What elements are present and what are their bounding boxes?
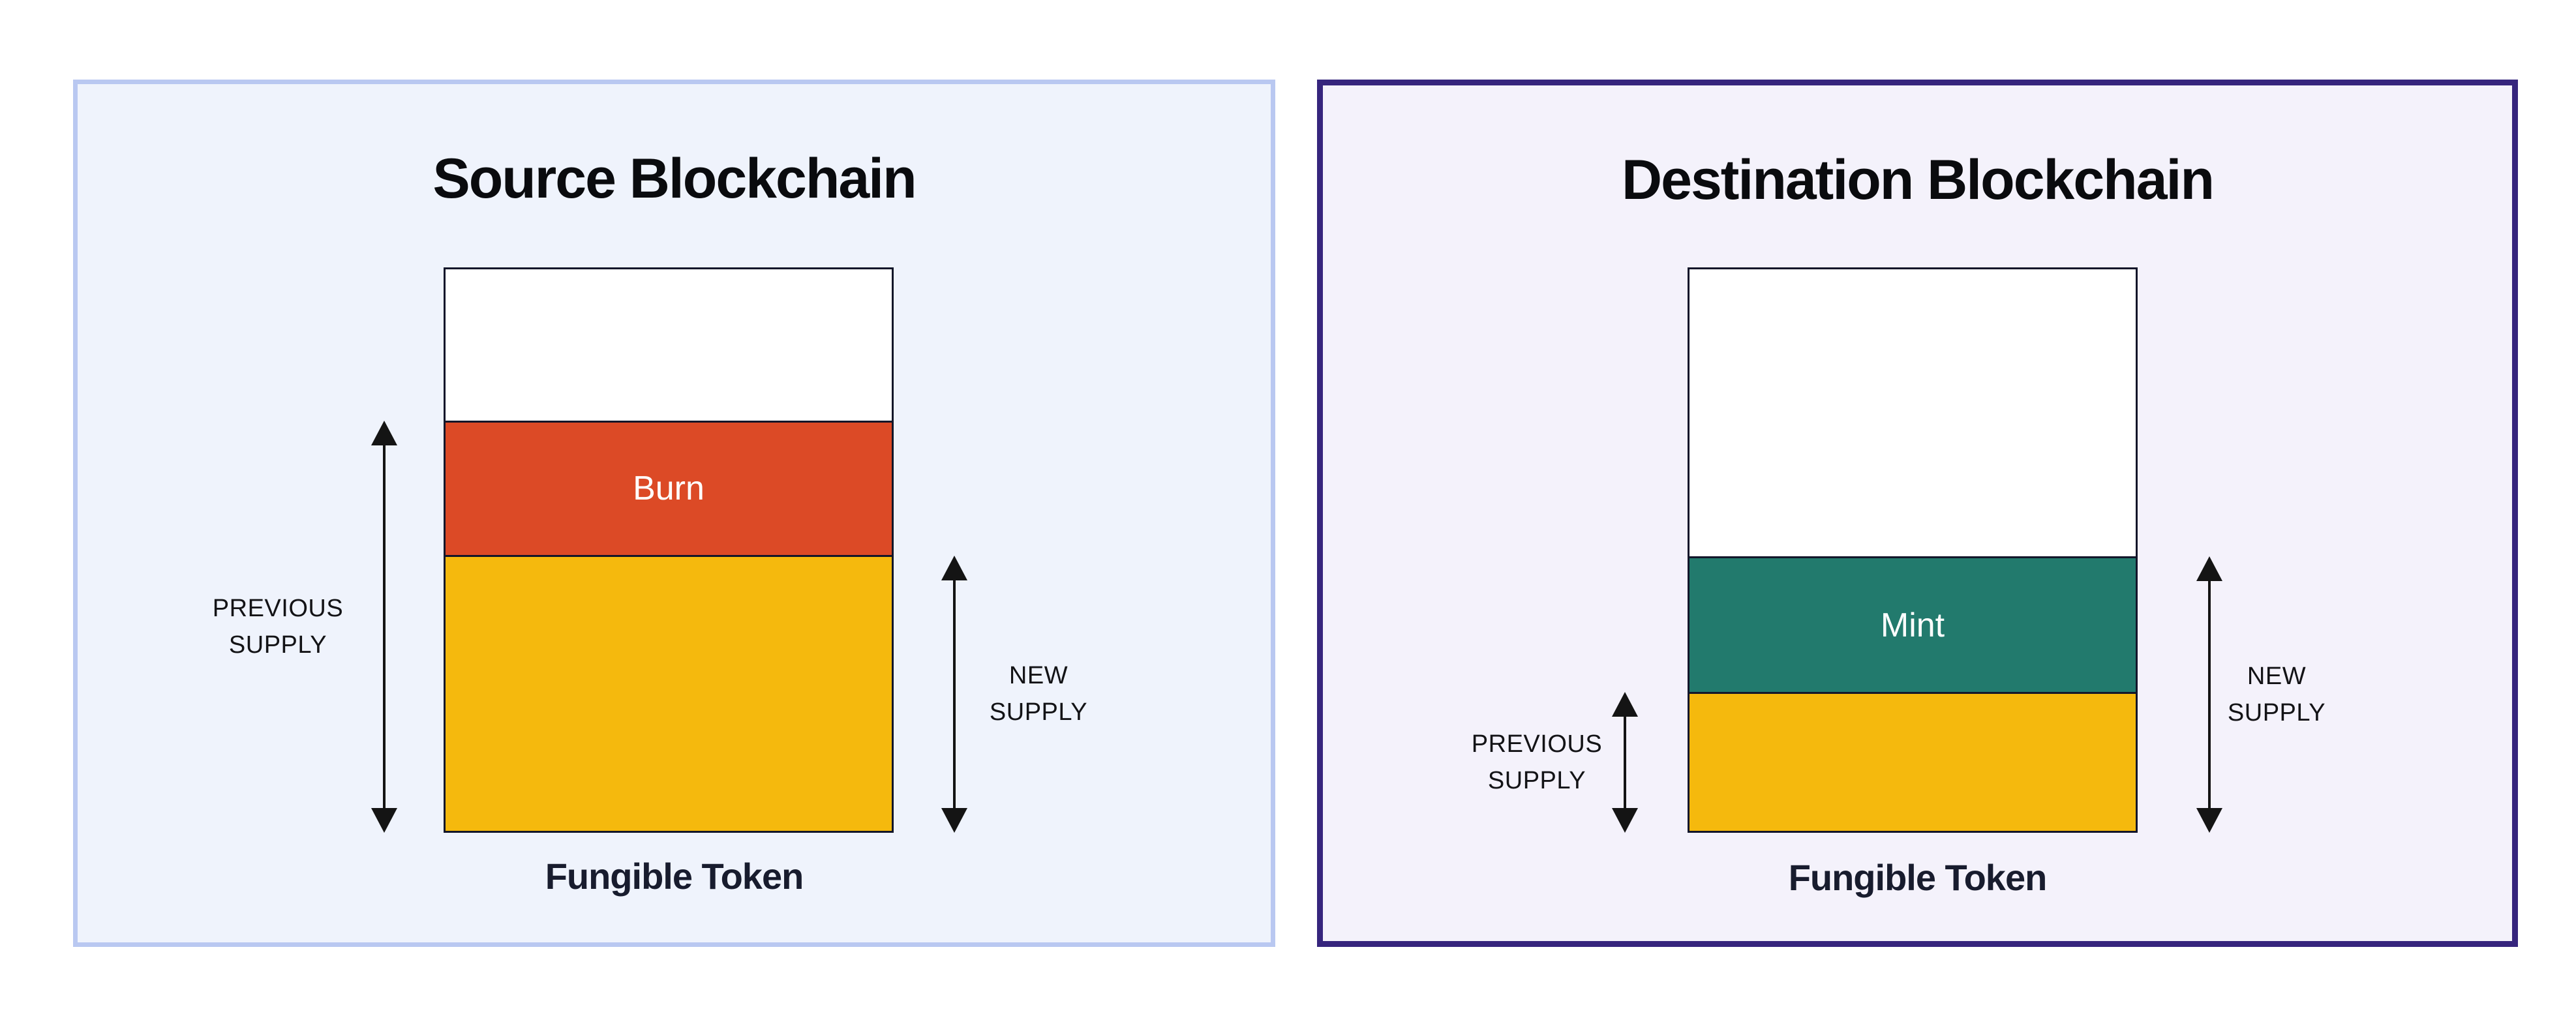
source-token-bar: Burn [444,267,894,833]
source-previous-supply-label: PREVIOUS SUPPLY [212,595,344,659]
destination-token-bar: Mint [1688,267,2138,833]
burn-label: Burn [633,470,705,508]
destination-previous-supply-label: PREVIOUS SUPPLY [1471,730,1603,794]
source-bar-segment-remaining-supply [446,555,892,831]
destination-new-supply-arrow [2196,556,2222,833]
source-previous-supply-arrow [371,421,397,833]
arrow-shaft [2208,569,2211,820]
source-new-supply-arrow [941,556,967,833]
source-blockchain-panel: Source Blockchain Burn PREVIOUS SUPPLY N… [73,80,1275,947]
mint-label: Mint [1880,606,1945,644]
arrow-shaft [953,569,956,820]
source-panel-caption: Fungible Token [545,856,804,897]
destination-blockchain-panel: Destination Blockchain Mint PREVIOUS SUP… [1317,80,2518,947]
source-new-supply-label: NEW SUPPLY [989,662,1088,726]
arrow-down-icon [2196,808,2222,833]
destination-bar-segment-mint: Mint [1690,556,2136,693]
destination-panel-title: Destination Blockchain [1622,149,2215,211]
source-panel-title: Source Blockchain [432,147,917,210]
source-bar-segment-burn: Burn [446,420,892,556]
destination-new-supply-label: NEW SUPPLY [2227,663,2326,726]
destination-bar-segment-headroom [1690,269,2136,556]
destination-bar-segment-previous-supply [1690,692,2136,831]
arrow-down-icon [1612,808,1638,833]
source-bar-segment-headroom [446,269,892,421]
destination-previous-supply-arrow [1612,692,1638,833]
arrow-down-icon [941,808,967,833]
arrow-shaft [383,434,386,820]
arrow-down-icon [371,808,397,833]
destination-panel-caption: Fungible Token [1788,857,2048,898]
arrow-shaft [1624,705,1626,820]
